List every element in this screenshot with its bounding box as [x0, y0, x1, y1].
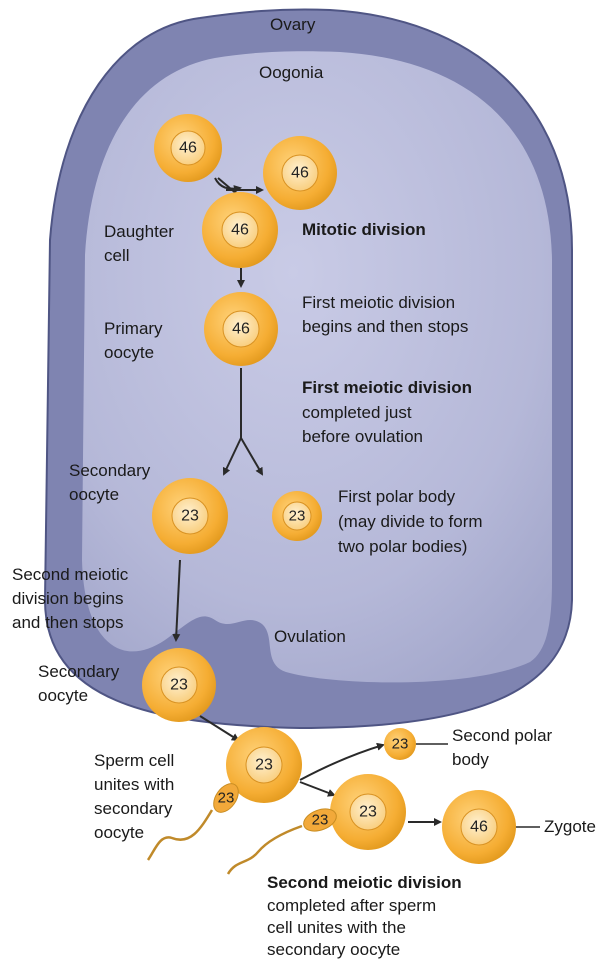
ovary-label: Ovary	[270, 14, 315, 35]
chromosome-number: 46	[231, 222, 249, 239]
chromosome-number: 23	[392, 736, 409, 753]
mitotic-division-label: Mitotic division	[302, 219, 426, 240]
ovulated-secondary-oocyte-label: Secondary oocyte	[38, 660, 119, 708]
chromosome-number: 23	[181, 508, 199, 525]
chromosome-number: 23	[312, 812, 329, 829]
chromosome-number: 23	[359, 804, 377, 821]
chromosome-number: 46	[291, 165, 309, 182]
chromosome-number: 23	[289, 508, 306, 525]
oogonia-label: Oogonia	[259, 62, 323, 83]
second-meiotic-begins-label: Second meiotic division begins and then …	[12, 563, 128, 635]
ovulation-label: Ovulation	[274, 626, 346, 647]
zygote-cell: 46	[442, 790, 516, 864]
sperm-unites-label: Sperm cell unites with secondary oocyte	[94, 749, 174, 845]
zygote-label: Zygote	[544, 816, 596, 837]
first-meiotic-completed-label: completed just before ovulation	[302, 401, 423, 449]
second-meiotic-completed-label: completed after sperm cell unites with t…	[267, 895, 436, 961]
chromosome-number: 23	[218, 790, 235, 807]
second-polar-body-label: Second polar body	[452, 724, 552, 772]
daughter-cell-label: Daughter cell	[104, 220, 174, 268]
first-meiotic-begins-label: First meiotic division begins and then s…	[302, 291, 468, 339]
sperm-tail	[228, 826, 302, 874]
primary-oocyte-label: Primary oocyte	[104, 317, 163, 365]
chromosome-number: 46	[470, 819, 488, 836]
secondary-oocyte-label: Secondary oocyte	[69, 459, 150, 507]
first-polar-body: 23	[272, 491, 322, 541]
secondary-oocyte-cell: 23	[152, 478, 228, 554]
second-polar-body: 23	[384, 728, 416, 760]
primary-oocyte-cell: 46	[204, 292, 278, 366]
first-meiotic-division-title: First meiotic division	[302, 377, 472, 398]
chromosome-number: 23	[255, 757, 273, 774]
oogonium-daughter-cell: 46	[263, 136, 337, 210]
fertilized-oocyte-cell: 23	[330, 774, 406, 850]
chromosome-number: 46	[179, 140, 197, 157]
oogonium-cell: 46	[154, 114, 222, 182]
ovulated-secondary-oocyte-cell: 23	[142, 648, 216, 722]
chromosome-number: 23	[170, 677, 188, 694]
second-meiotic-division-title: Second meiotic division	[267, 872, 462, 893]
first-polar-body-label: First polar body (may divide to form two…	[338, 484, 483, 559]
chromosome-number: 46	[232, 321, 250, 338]
daughter-cell: 46	[202, 192, 278, 268]
